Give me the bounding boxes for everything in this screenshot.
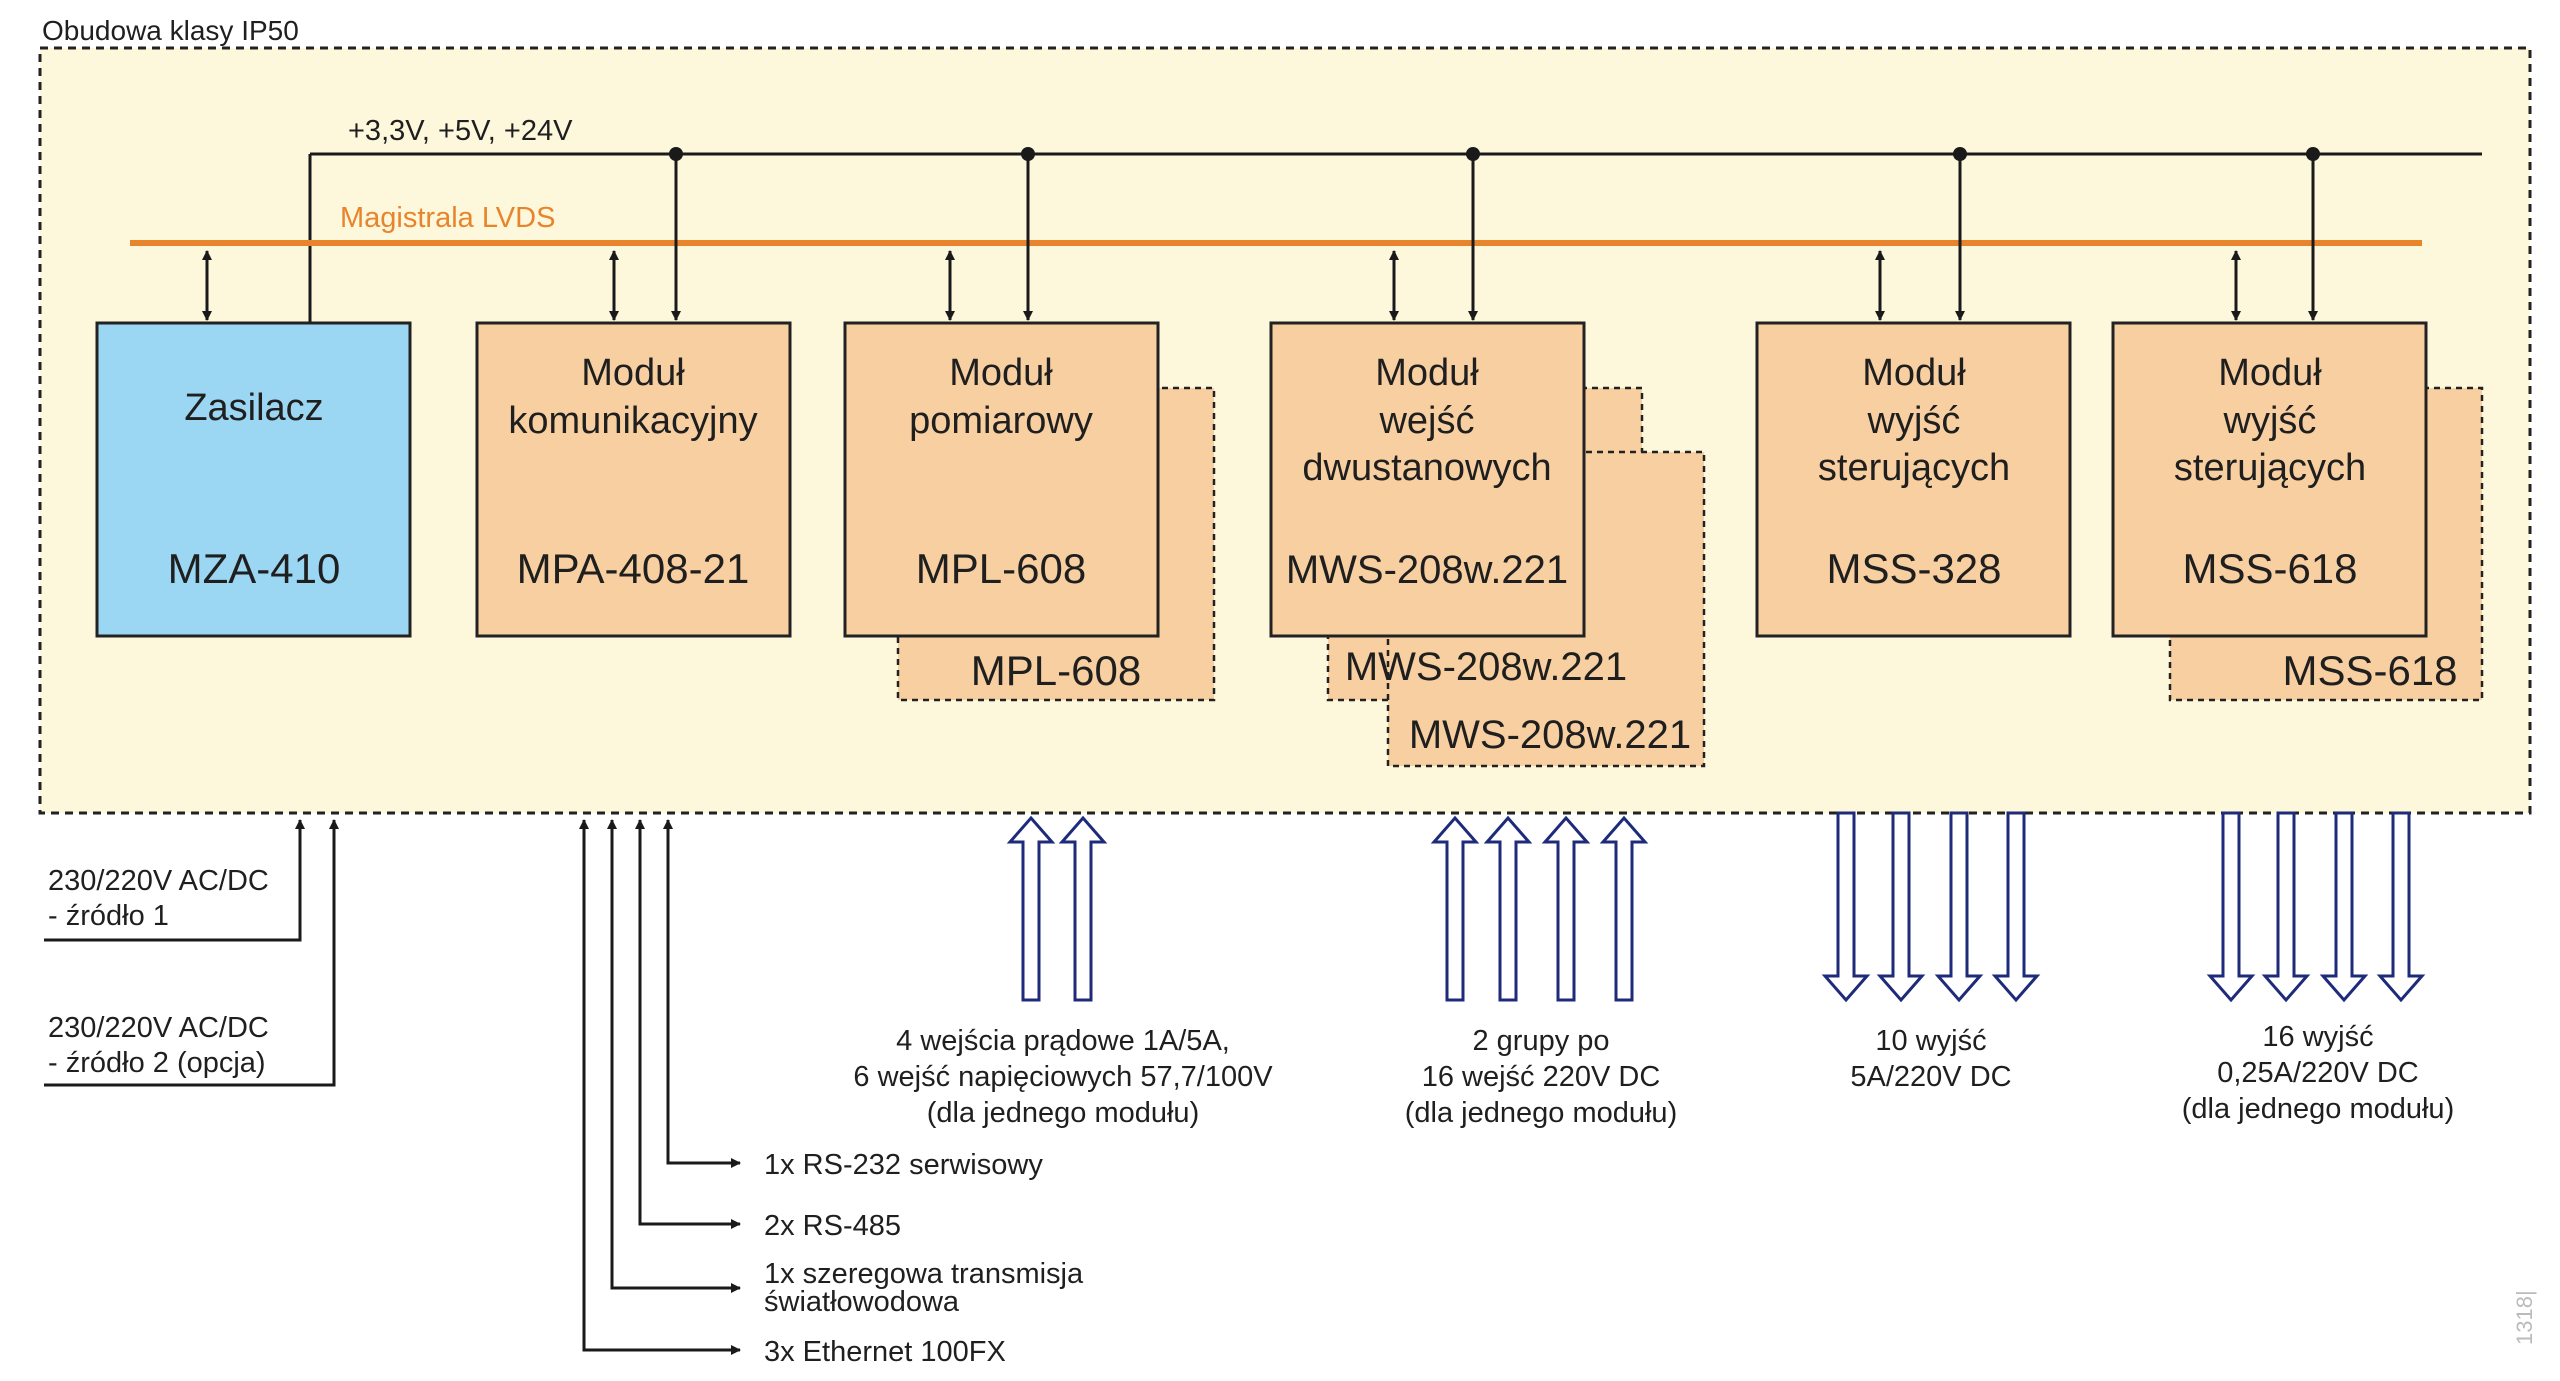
out2-io-label-1: 16 wyjść	[2262, 1021, 2373, 1053]
binin-extra-code-2: MWS-208w.221	[1409, 713, 1691, 757]
out1-output-arrow	[1876, 811, 1926, 1003]
comm-title-1: Moduł	[581, 352, 685, 394]
enclosure-label: Obudowa klasy IP50	[42, 15, 299, 46]
image-id-watermark: 1318|	[2512, 1290, 2537, 1345]
comm-title-2: komunikacyjny	[508, 400, 757, 442]
junction-dot	[1021, 147, 1035, 161]
binin-input-arrow	[1483, 815, 1533, 1002]
source2-label-1: 230/220V AC/DC	[48, 1012, 269, 1044]
port-rs232: 1x RS-232 serwisowy	[764, 1149, 1043, 1181]
out1-title-2: wyjść	[1867, 400, 1961, 442]
port-ethernet: 3x Ethernet 100FX	[764, 1336, 1006, 1368]
port-fiber-1: 1x szeregowa transmisja	[764, 1258, 1084, 1290]
rs232-line	[663, 819, 740, 1165]
psu-code: MZA-410	[168, 545, 341, 592]
ethernet-line	[579, 819, 740, 1352]
meas-code: MPL-608	[916, 545, 1086, 592]
out2-io-label-3: (dla jednego modułu)	[2182, 1093, 2454, 1125]
out2-output-arrow	[2206, 811, 2256, 1003]
out2-output-arrow	[2261, 811, 2311, 1003]
power-bus-label: +3,3V, +5V, +24V	[348, 115, 573, 147]
comm-module	[475, 321, 792, 638]
fiber-line	[607, 819, 740, 1290]
meas-input-arrow	[1006, 815, 1056, 1002]
binin-io-label-3: (dla jednego modułu)	[1405, 1097, 1677, 1129]
meas-io-label-1: 4 wejścia prądowe 1A/5A,	[896, 1025, 1230, 1057]
source2-label-2: - źródło 2 (opcja)	[48, 1047, 266, 1079]
out1-title-3: sterujących	[1818, 447, 2010, 489]
out2-module	[2111, 321, 2428, 638]
source1-label-2: - źródło 1	[48, 900, 169, 932]
binin-title-1: Moduł	[1375, 352, 1479, 394]
meas-title-1: Moduł	[949, 352, 1053, 394]
out1-io-label-2: 5A/220V DC	[1850, 1061, 2011, 1093]
psu-module	[95, 321, 412, 638]
comm-code: MPA-408-21	[517, 545, 750, 592]
out1-io-label-1: 10 wyjść	[1875, 1025, 1986, 1057]
lvds-bus-label: Magistrala LVDS	[340, 202, 555, 234]
meas-title-2: pomiarowy	[909, 400, 1093, 442]
source1-label-1: 230/220V AC/DC	[48, 865, 269, 897]
binin-input-arrow	[1541, 815, 1591, 1002]
source2-line	[44, 819, 339, 1087]
psu-title: Zasilacz	[184, 387, 323, 429]
meas-io-label-3: (dla jednego modułu)	[927, 1097, 1199, 1129]
out2-io-label-2: 0,25A/220V DC	[2217, 1057, 2419, 1089]
out2-output-arrow	[2319, 811, 2369, 1003]
binin-module	[1269, 321, 1586, 638]
binin-title-3: dwustanowych	[1302, 447, 1551, 489]
junction-dot	[1466, 147, 1480, 161]
meas-module	[843, 321, 1160, 638]
power-junctions	[669, 147, 2320, 161]
binin-input-arrow	[1430, 815, 1480, 1002]
out1-code: MSS-328	[1826, 545, 2001, 592]
meas-input-arrow	[1058, 815, 1108, 1002]
out2-code: MSS-618	[2182, 545, 2357, 592]
out2-extra-code: MSS-618	[2282, 647, 2457, 694]
meas-extra-code: MPL-608	[971, 647, 1141, 694]
meas-io-label-2: 6 wejść napięciowych 57,7/100V	[853, 1061, 1273, 1093]
junction-dot	[2306, 147, 2320, 161]
out1-output-arrow	[1821, 811, 1871, 1003]
out2-title-1: Moduł	[2218, 352, 2322, 394]
binin-input-arrow	[1599, 815, 1649, 1002]
binin-title-2: wejść	[1378, 400, 1474, 442]
junction-dot	[669, 147, 683, 161]
port-fiber-2: światłowodowa	[764, 1286, 960, 1318]
out1-output-arrow	[1934, 811, 1984, 1003]
out1-output-arrow	[1991, 811, 2041, 1003]
out2-title-2: wyjść	[2223, 400, 2317, 442]
out2-output-arrow	[2376, 811, 2426, 1003]
out1-module	[1755, 321, 2072, 638]
binin-extra-code-1: MWS-208w.221	[1345, 645, 1627, 689]
out1-title-1: Moduł	[1862, 352, 1966, 394]
binin-code: MWS-208w.221	[1286, 548, 1568, 592]
binin-io-label-1: 2 grupy po	[1472, 1025, 1609, 1057]
bus-connections	[202, 154, 2318, 321]
port-rs485: 2x RS-485	[764, 1210, 901, 1242]
junction-dot	[1953, 147, 1967, 161]
binin-io-label-2: 16 wejść 220V DC	[1422, 1061, 1661, 1093]
source1-line	[44, 819, 305, 942]
out2-title-3: sterujących	[2174, 447, 2366, 489]
